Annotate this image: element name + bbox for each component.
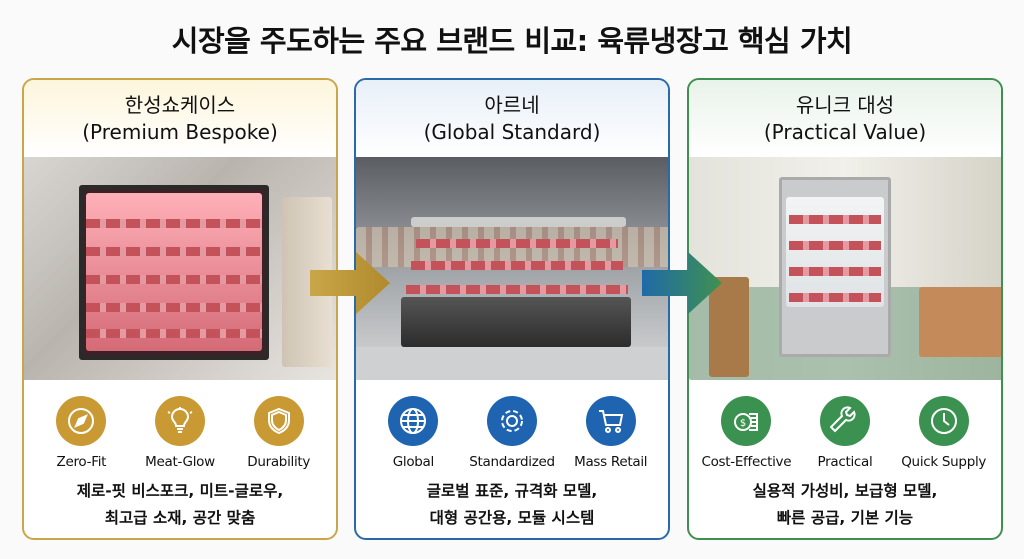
brand-card-hansung: 한성쇼케이스 (Premium Bespoke) Zero-Fit Meat-G… (22, 78, 338, 540)
brand-description: 제로-핏 비스포크, 미트-글로우, 최고급 소재, 공간 맞춤 (24, 478, 336, 532)
desc-line: 대형 공간용, 모듈 시스템 (429, 509, 595, 527)
premium-showcase-image (24, 157, 336, 380)
card-header: 한성쇼케이스 (Premium Bespoke) (24, 80, 336, 157)
card-header: 유니크 대성 (Practical Value) (689, 80, 1001, 157)
butcher-fridge-image (689, 157, 1001, 380)
feature-label: Durability (247, 454, 311, 470)
brand-subtitle: (Premium Bespoke) (82, 120, 278, 144)
clock-icon (918, 396, 969, 446)
page-title: 시장을 주도하는 주요 브랜드 비교: 육류냉장고 핵심 가치 (171, 24, 853, 58)
compass-icon (56, 396, 107, 446)
arrow-right-icon (642, 252, 722, 314)
shield-icon (253, 396, 304, 446)
feature-label: Mass Retail (574, 454, 648, 470)
feature-label: Quick Supply (901, 454, 987, 470)
globe-icon (388, 396, 439, 446)
wrench-icon (820, 396, 870, 446)
brand-name: 아르네 (484, 93, 540, 117)
cart-icon (585, 396, 636, 446)
card-header: 아르네 (Global Standard) (356, 80, 668, 157)
brand-card-unique-daesung: 유니크 대성 (Practical Value) $ Cost-Effective… (687, 78, 1003, 540)
desc-line: 실용적 가성비, 보급형 모델, (752, 482, 938, 500)
gear-icon (487, 396, 537, 446)
brand-description: 실용적 가성비, 보급형 모델, 빠른 공급, 기본 기능 (689, 478, 1001, 532)
feature-label: Global (392, 454, 435, 470)
brand-name: 유니크 대성 (795, 93, 895, 117)
feature-label: Practical (817, 454, 873, 470)
brand-card-arne: 아르네 (Global Standard) Global Standardize… (354, 78, 670, 540)
arrow-right-icon (310, 252, 390, 314)
feature-label: Standardized (469, 454, 555, 470)
brand-name: 한성쇼케이스 (124, 93, 236, 117)
desc-line: 최고급 소재, 공간 맞춤 (104, 509, 256, 527)
feature-label: Meat-Glow (145, 454, 215, 470)
supermarket-showcase-image (356, 157, 668, 380)
brand-subtitle: (Practical Value) (763, 120, 927, 144)
lightbulb-icon (155, 396, 205, 446)
coins-icon: $ (721, 396, 772, 446)
feature-label: Zero-Fit (56, 454, 107, 470)
brand-description: 글로벌 표준, 규격화 모델, 대형 공간용, 모듈 시스템 (356, 478, 668, 532)
desc-line: 제로-핏 비스포크, 미트-글로우, (76, 482, 284, 500)
feature-label: Cost-Effective (701, 454, 792, 470)
brand-subtitle: (Global Standard) (423, 120, 601, 144)
desc-line: 빠른 공급, 기본 기능 (776, 509, 914, 527)
svg-text:$: $ (740, 418, 746, 429)
desc-line: 글로벌 표준, 규격화 모델, (426, 482, 598, 500)
